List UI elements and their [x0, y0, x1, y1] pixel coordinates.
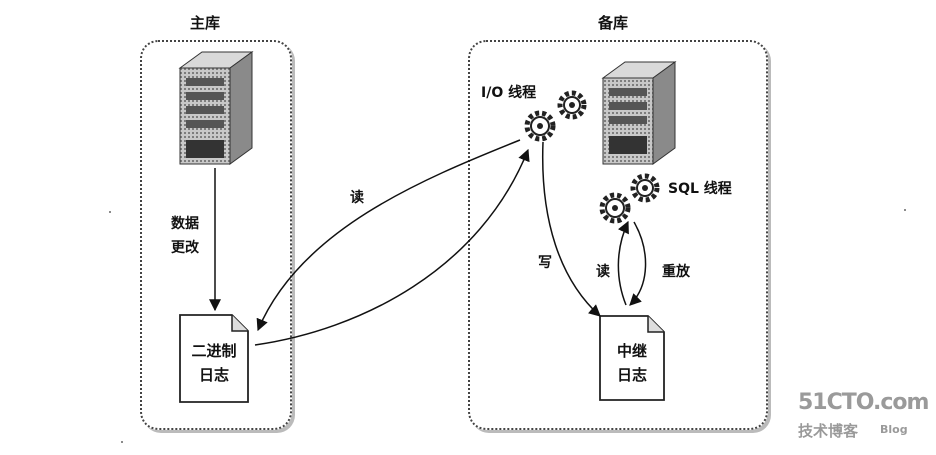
replay-label: 重放 — [662, 264, 690, 280]
write-relay-label: 写 — [538, 255, 552, 271]
watermark-brand: 51CTO.com — [798, 390, 929, 415]
data-change-label-line2: 更改 — [171, 240, 199, 256]
sql-thread-label: SQL 线程 — [668, 181, 732, 197]
relay-log-document-icon — [599, 315, 665, 401]
replay-arrow — [629, 221, 647, 306]
watermark-blog: Blog — [880, 423, 908, 436]
io-thread-label: I/O 线程 — [481, 85, 537, 101]
data-change-label-line1: 数据 — [171, 216, 199, 232]
master-server-icon — [178, 51, 254, 165]
read-binlog-label: 读 — [350, 190, 364, 206]
binlog-label-line2: 日志 — [198, 366, 229, 384]
binlog-document-icon — [179, 314, 249, 403]
master-panel — [140, 40, 292, 430]
relay-log-label-line2: 日志 — [616, 366, 647, 384]
watermark-sub: 技术博客 — [798, 422, 859, 440]
sql-thread-gear-icon — [599, 173, 660, 224]
binlog-label-line1: 二进制 — [191, 342, 237, 360]
master-title: 主库 — [190, 14, 221, 32]
write-relay-arrow — [541, 141, 601, 317]
binlog-to-io-arrow — [254, 148, 530, 346]
read-relay-arrow — [617, 220, 629, 306]
relay-log-label-line1: 中继 — [616, 342, 647, 360]
read-binlog-arrow — [256, 139, 521, 332]
io-thread-gear-icon — [524, 90, 587, 142]
slave-title: 备库 — [598, 14, 629, 32]
slave-panel — [468, 40, 768, 430]
slave-server-icon — [601, 61, 677, 165]
read-relay-label: 读 — [596, 264, 610, 280]
